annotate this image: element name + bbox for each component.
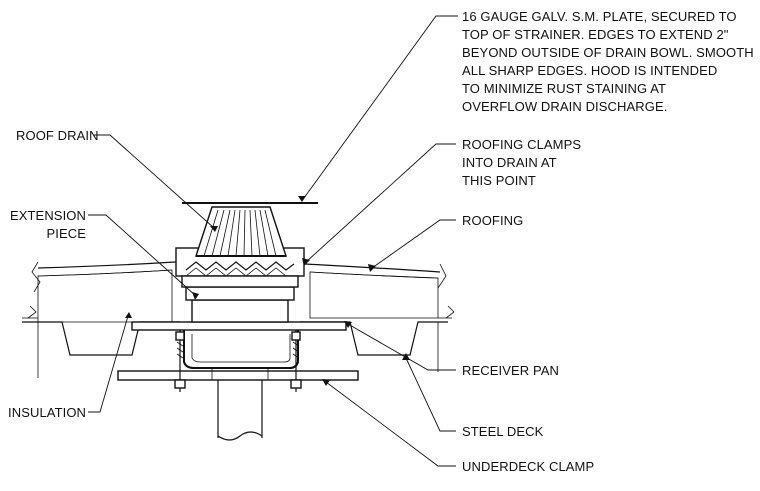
roof-drain-label: ROOF DRAIN	[16, 128, 99, 143]
roofing-clamps-line: ROOFING CLAMPS	[462, 137, 581, 152]
extension-piece-line: EXTENSION	[10, 208, 86, 223]
extension-piece-line: PIECE	[46, 226, 86, 241]
hood-note-label: 16 GAUGE GALV. S.M. PLATE, SECURED TO TO…	[462, 9, 754, 114]
hood-note-line: ALL SHARP EDGES. HOOD IS INTENDED	[462, 63, 717, 78]
roofing-clamps-line: INTO DRAIN AT	[462, 155, 557, 170]
hood-note-line: BEYOND OUTSIDE OF DRAIN BOWL. SMOOTH	[462, 45, 754, 60]
hood-note-line: TO MINIMIZE RUST STAINING AT	[462, 81, 666, 96]
leader-lines	[88, 15, 458, 467]
roofing-clamps-line: THIS POINT	[462, 173, 536, 188]
dome-strainer	[195, 206, 287, 257]
drain-pipe	[211, 367, 269, 441]
receiver-pan	[131, 321, 347, 369]
extension-piece-label: EXTENSION PIECE	[10, 208, 86, 241]
hood-note-line: 16 GAUGE GALV. S.M. PLATE, SECURED TO	[462, 9, 737, 24]
hood-note-line: TOP OF STRAINER. EDGES TO EXTEND 2"	[462, 27, 729, 42]
receiver-pan-label: RECEIVER PAN	[462, 363, 559, 378]
roofing-clamps-label: ROOFING CLAMPS INTO DRAIN AT THIS POINT	[462, 137, 581, 188]
underdeck-clamp	[117, 330, 359, 392]
underdeck-clamp-label: UNDERDECK CLAMP	[462, 459, 594, 474]
extension-piece	[185, 286, 295, 323]
insulation-label: INSULATION	[8, 405, 86, 420]
roofing-label: ROOFING	[462, 213, 523, 228]
roofing-membrane	[31, 257, 447, 293]
steel-deck-label: STEEL DECK	[462, 424, 544, 439]
hood-note-line: OVERFLOW DRAIN DISCHARGE.	[462, 99, 667, 114]
